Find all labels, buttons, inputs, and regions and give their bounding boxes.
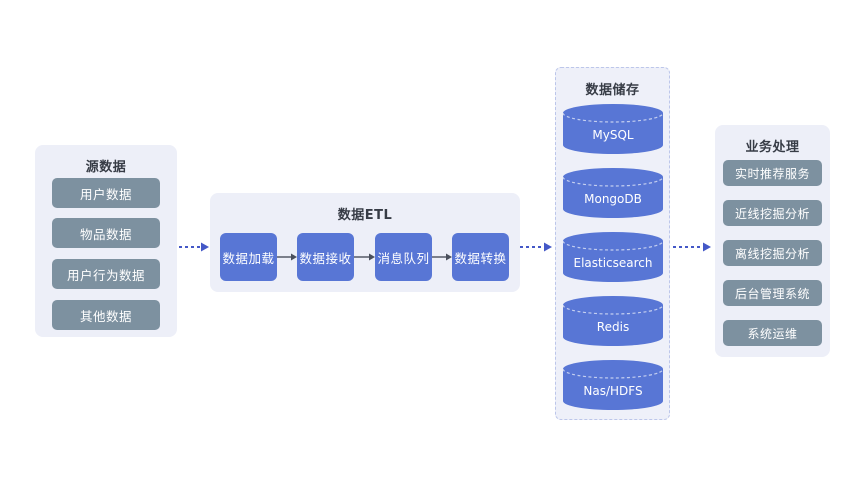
step-arrow-icon (277, 253, 297, 261)
database-label: Elasticsearch (573, 256, 653, 270)
etl-step: 数据接收 (297, 233, 354, 281)
database-icon (563, 360, 663, 410)
database-cylinder: Elasticsearch (563, 232, 663, 282)
etl-step: 消息队列 (375, 233, 432, 281)
etl-panel-title: 数据ETL (337, 208, 393, 223)
business-panel-title: 业务处理 (745, 140, 800, 155)
database-icon (563, 296, 663, 346)
step-arrow-icon (432, 253, 452, 261)
step-arrow-icon (354, 253, 375, 261)
database-cylinder: Nas/HDFS (563, 360, 663, 410)
source-item: 物品数据 (52, 218, 160, 248)
business-item: 后台管理系统 (723, 280, 822, 306)
source-panel-title: 源数据 (85, 160, 127, 175)
database-label: Nas/HDFS (583, 384, 643, 398)
source-item: 其他数据 (52, 300, 160, 330)
database-label: MongoDB (584, 192, 642, 206)
business-item: 系统运维 (723, 320, 822, 346)
database-icon (563, 104, 663, 154)
business-item: 离线挖掘分析 (723, 240, 822, 266)
source-item: 用户数据 (52, 178, 160, 208)
business-item: 实时推荐服务 (723, 160, 822, 186)
database-cylinder: MongoDB (563, 168, 663, 218)
database-label: Redis (596, 320, 630, 334)
etl-panel: 数据ETL 数据加载 数据接收 消息队列 数据转换 (210, 193, 520, 292)
database-label: MySQL (592, 128, 634, 142)
database-cylinder: Redis (563, 296, 663, 346)
business-item: 近线挖掘分析 (723, 200, 822, 226)
source-data-panel: 源数据 用户数据 物品数据 用户行为数据 其他数据 (35, 145, 177, 337)
flow-arrow-source-to-etl (179, 242, 209, 252)
storage-panel-title: 数据储存 (585, 83, 640, 98)
etl-step: 数据转换 (452, 233, 509, 281)
flow-arrow-etl-to-storage (520, 242, 552, 252)
business-processing-panel: 业务处理 实时推荐服务 近线挖掘分析 离线挖掘分析 后台管理系统 系统运维 (715, 125, 830, 357)
etl-step: 数据加载 (220, 233, 277, 281)
data-storage-panel: 数据储存 MySQL MongoDB Elasticsearch (555, 67, 670, 420)
source-item: 用户行为数据 (52, 259, 160, 289)
database-cylinder: MySQL (563, 104, 663, 154)
database-icon (563, 168, 663, 218)
flow-arrow-storage-to-business (673, 242, 711, 252)
database-icon (563, 232, 663, 282)
